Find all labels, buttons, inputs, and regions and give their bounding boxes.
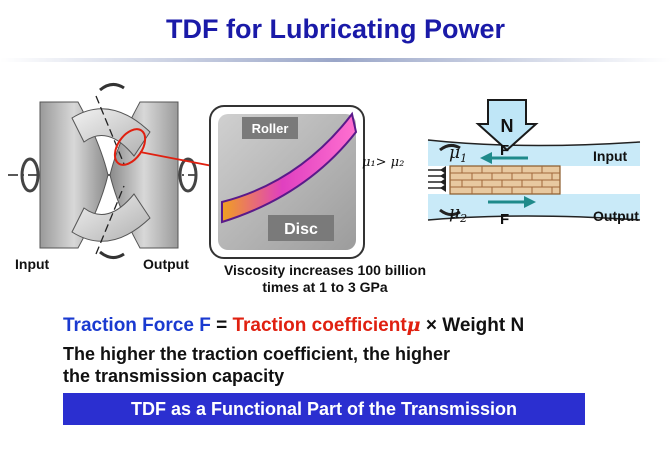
force-bottom-label: F [500,211,509,228]
capacity-note: The higher the traction coefficient, the… [63,343,583,387]
disc-label: Disc [284,221,318,238]
mu2-label: μ2 [449,203,467,225]
title-underline [0,58,671,62]
mu1-label: μ1 [449,143,467,165]
normal-force-label: N [501,116,514,136]
summary-banner: TDF as a Functional Part of the Transmis… [63,393,585,425]
traction-schematic [427,99,641,221]
input-label-right: Input [593,148,628,164]
contact-zoom-panel [209,105,365,259]
traction-formula: Traction Force F = Traction coefficientμ… [63,314,524,337]
formula-weight: × Weight N [420,315,525,336]
page-title: TDF for Lubricating Power [165,14,505,44]
viscosity-caption: Viscosity increases 100 billion times at… [210,262,440,296]
formula-mu: μ [406,314,421,336]
toroidal-cvt-diagram: Roller Disc N F F μ₁> μ₂ μ1 μ2 [8,83,641,259]
viscosity-line-2: times at 1 to 3 GPa [262,279,388,295]
output-label-left: Output [143,256,189,272]
formula-traction-force: Traction Force F [63,315,211,336]
mu-compare-label: μ₁> μ₂ [362,155,404,170]
capacity-note-line-2: the transmission capacity [63,366,285,386]
roller-label: Roller [252,121,289,136]
viscosity-line-1: Viscosity increases 100 billion [223,262,427,278]
formula-traction-coefficient: Traction coefficient [232,315,407,336]
formula-equals: = [210,315,233,336]
output-label-right: Output [593,208,639,224]
input-label-left: Input [15,256,50,272]
force-top-label: F [500,142,509,159]
capacity-note-line-1: The higher the traction coefficient, the… [63,344,451,364]
toroidal-mechanism [8,83,198,259]
